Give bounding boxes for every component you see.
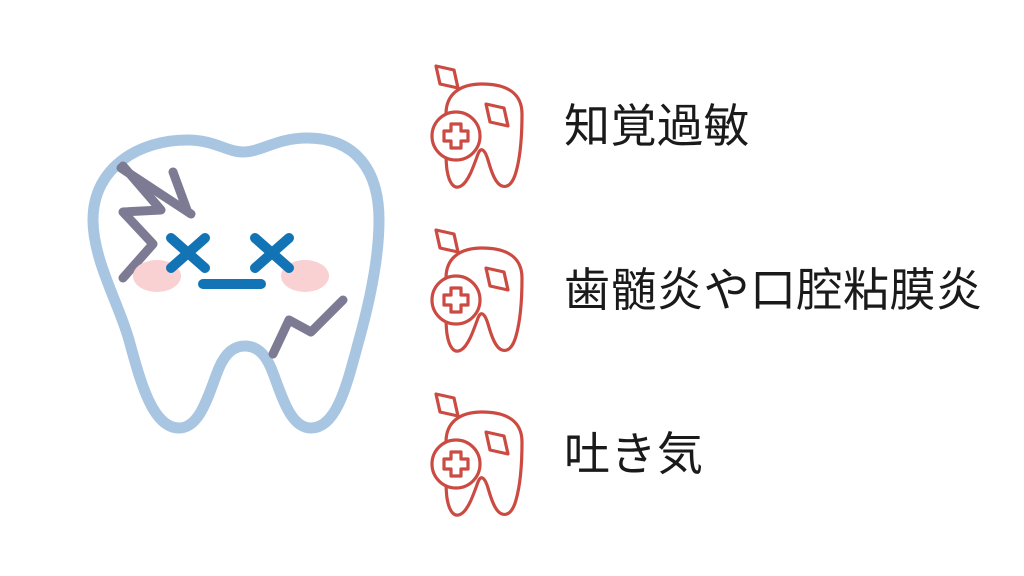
- sad-tooth-svg: [87, 132, 385, 434]
- medical-cross-icon: [442, 450, 470, 478]
- symptom-item-3: 吐き気: [424, 372, 1020, 536]
- sparkle-outer-icon: [434, 64, 460, 90]
- sparkle-inner-icon: [484, 430, 510, 456]
- crack-lower-right-zigzag: [268, 295, 348, 359]
- badge-circle: [430, 438, 482, 490]
- eye-left-x-icon: [166, 233, 210, 273]
- crack-upper-left-sweep: [116, 163, 196, 219]
- eye-right-x-icon: [250, 233, 294, 273]
- sad-tooth-mascot: [75, 128, 395, 448]
- badge-circle: [430, 110, 482, 162]
- tooth-with-medical-cross-icon: [430, 64, 524, 189]
- tooth-with-medical-cross-icon: [430, 392, 524, 517]
- medical-cross-icon: [442, 286, 470, 314]
- sparkle-outer-icon: [434, 392, 460, 418]
- symptom-list: 知覚過敏 歯髄炎や口腔粘膜炎 吐き気: [424, 44, 1020, 536]
- symptom-item-1: 知覚過敏: [424, 44, 1020, 208]
- symptom-label-2: 歯髄炎や口腔粘膜炎: [564, 263, 983, 316]
- crack-upper-left-diagonal: [168, 167, 192, 215]
- sparkle-inner-icon: [484, 266, 510, 292]
- crack-upper-left-zigzag: [118, 161, 166, 283]
- symptom-label-3: 吐き気: [564, 427, 704, 480]
- badge-circle: [430, 274, 482, 326]
- sparkle-outer-icon: [434, 228, 460, 254]
- medical-cross-icon: [442, 122, 470, 150]
- symptom-label-1: 知覚過敏: [564, 99, 750, 152]
- tooth-with-medical-cross-icon: [430, 228, 524, 353]
- symptom-item-2: 歯髄炎や口腔粘膜炎: [424, 208, 1020, 372]
- sparkle-inner-icon: [484, 102, 510, 128]
